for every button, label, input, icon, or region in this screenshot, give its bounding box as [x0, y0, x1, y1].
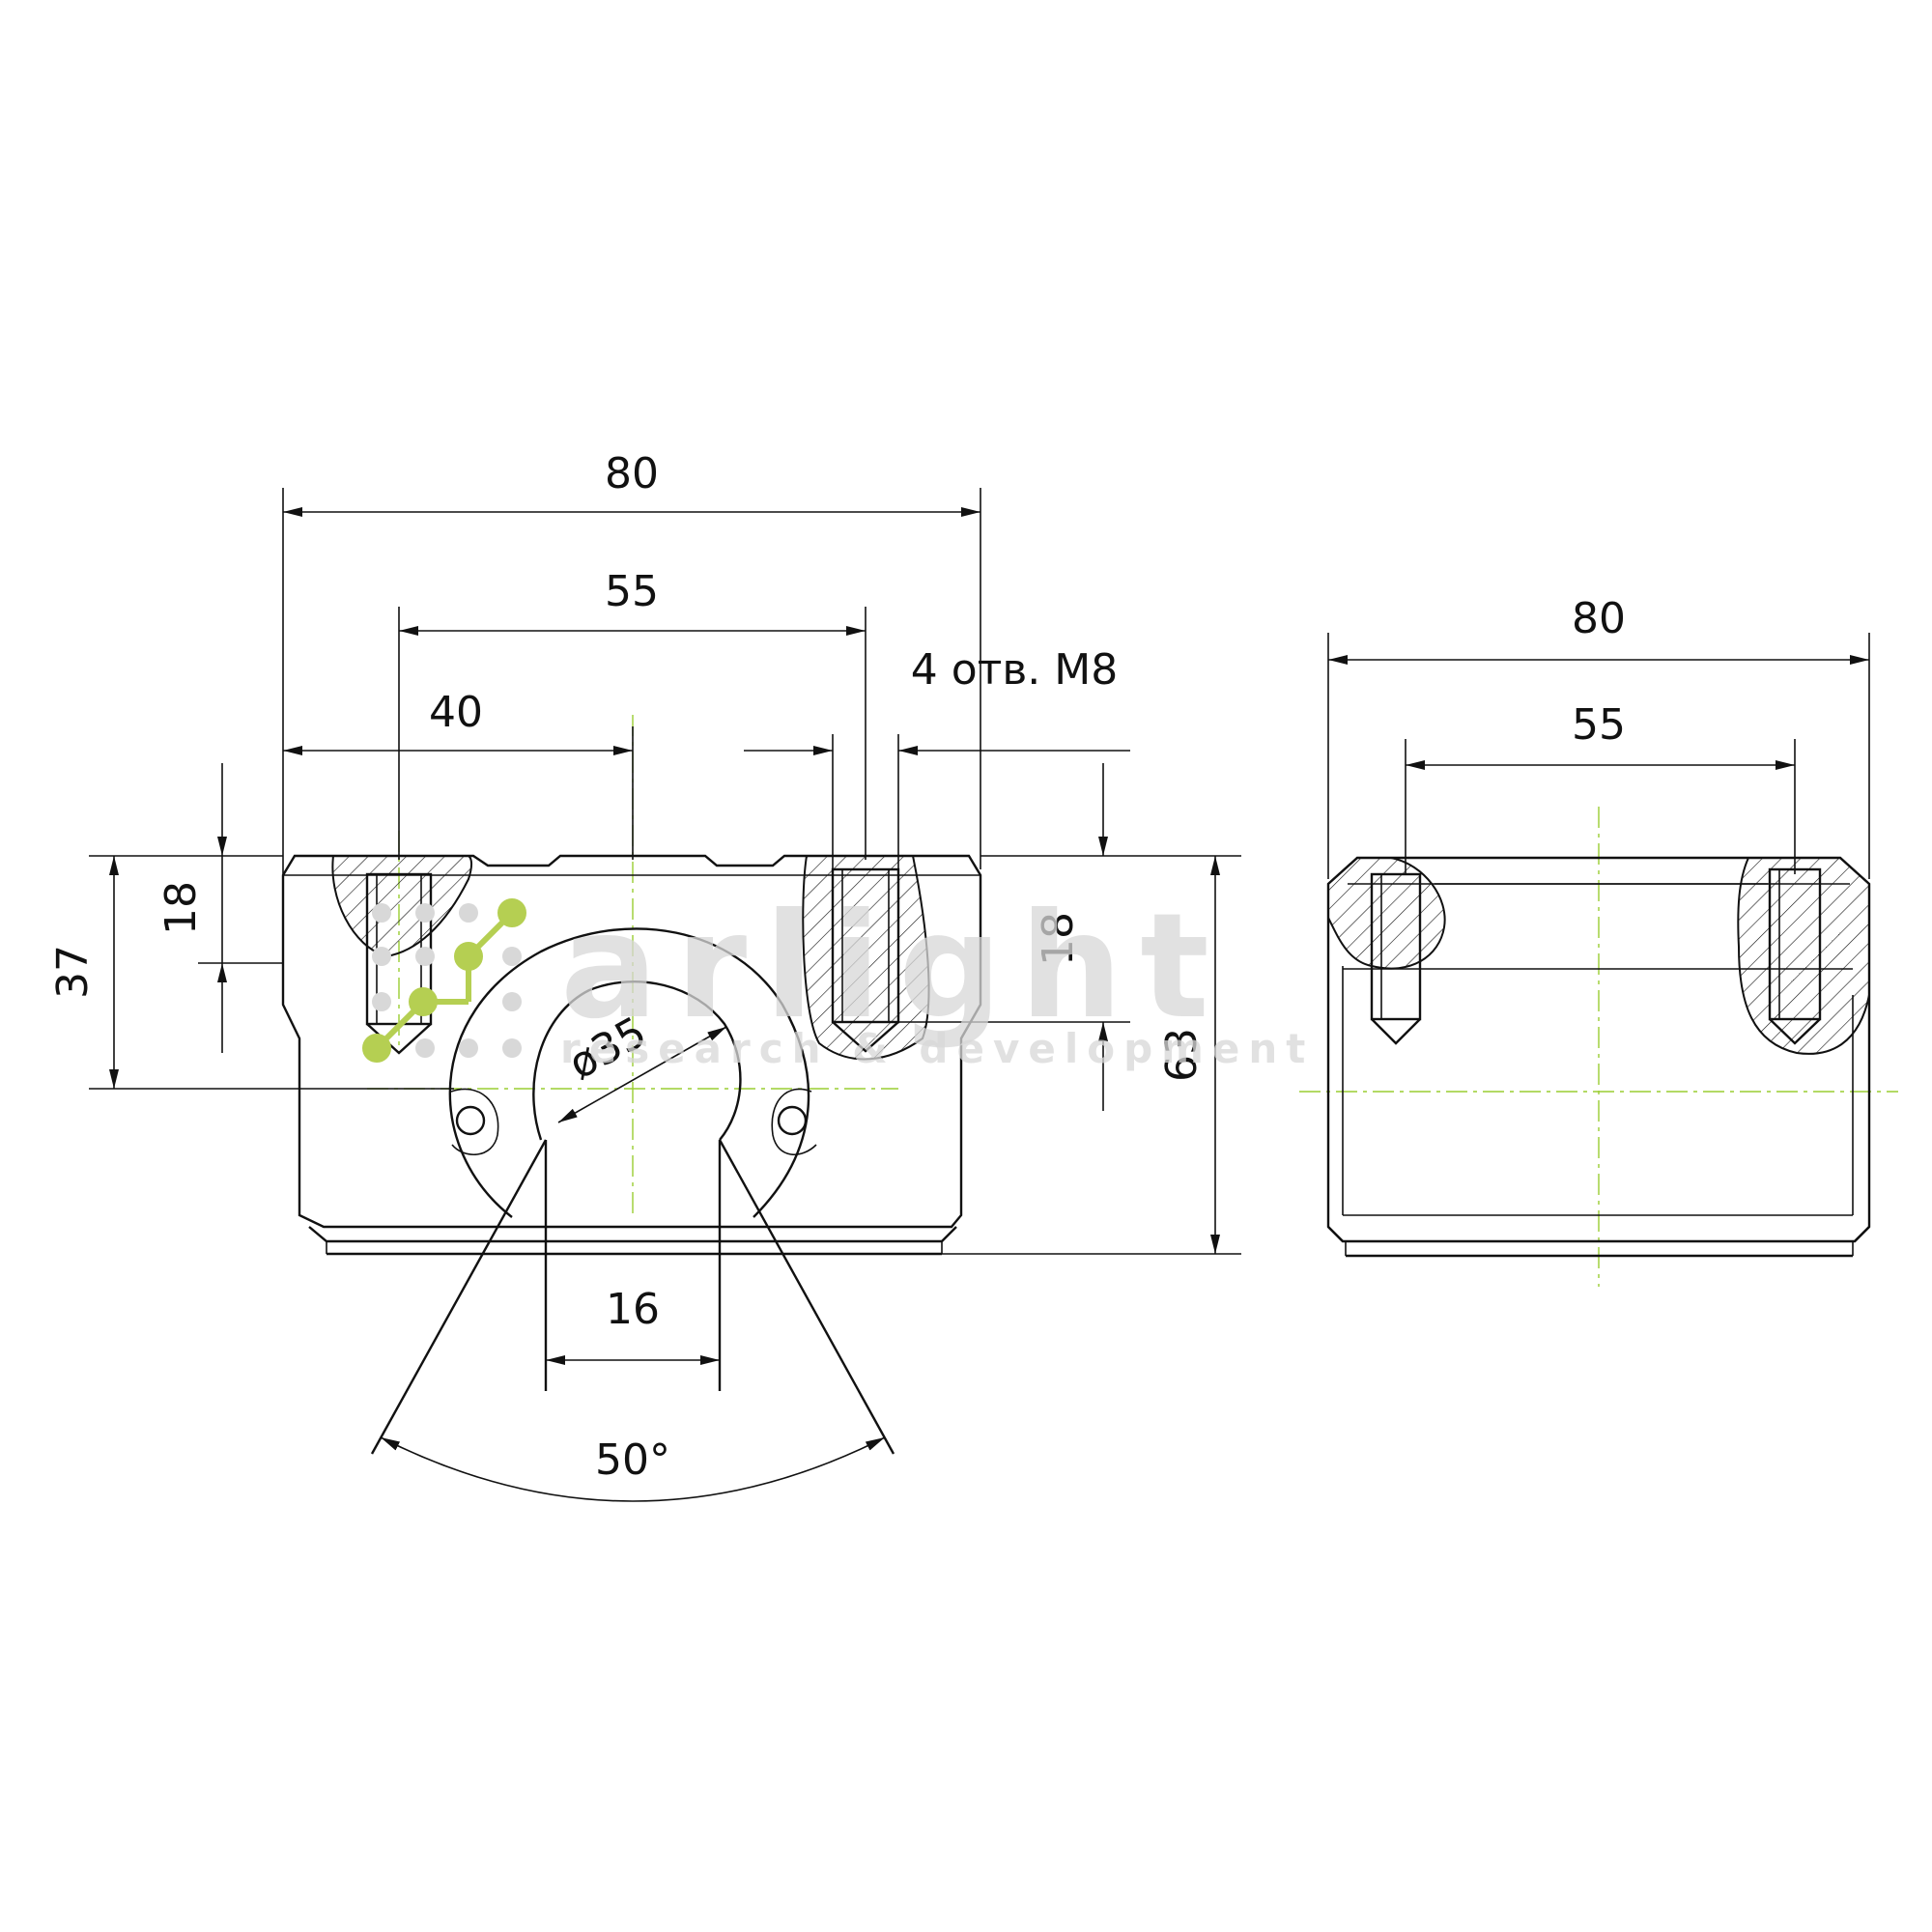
front-base-flange [308, 1226, 957, 1243]
angle-right-leg [718, 1139, 895, 1455]
side-right-hole-section [1737, 857, 1870, 1055]
front-center-label: 40 [429, 688, 483, 737]
watermark-logo-mark [362, 898, 526, 1063]
front-right-retaining-boss [771, 1088, 817, 1156]
slot-angle-label: 50° [595, 1435, 670, 1485]
side-dimensions: 80 55 [1327, 594, 1870, 879]
front-spacing-label: 55 [605, 567, 659, 616]
watermark-brand: arlight [560, 883, 1227, 1051]
bearing-bore [532, 980, 742, 1141]
side-left-threaded-hole [1370, 872, 1422, 1021]
front-left-retaining-hole [455, 1105, 486, 1136]
watermark-tagline: research & development [560, 1025, 1314, 1072]
angle-left-leg [370, 1139, 548, 1455]
front-left-height-label: 18 [156, 881, 206, 935]
slot-width-label: 16 [606, 1285, 660, 1334]
front-housing-outline [281, 854, 982, 1229]
side-width-label: 80 [1572, 594, 1626, 643]
bearing-outer-ring [448, 927, 810, 1218]
slot-angle-arc [380, 1436, 886, 1502]
front-left-hole-section [331, 855, 472, 958]
front-total-height-label: 63 [1157, 1028, 1207, 1082]
front-right-drill-point [832, 1021, 899, 1053]
watermark-dot-grid [372, 903, 522, 1058]
side-right-drill-point [1769, 1018, 1821, 1045]
front-hole-depth-label: 18 [1034, 912, 1083, 966]
side-spacing-label: 55 [1572, 700, 1626, 750]
front-left-retaining-boss [450, 1088, 499, 1156]
bore-diameter-dim [557, 1026, 727, 1123]
side-view [1299, 807, 1898, 1287]
front-dimensions: 80 55 40 4 отв. М8 18 37 63 [48, 449, 1241, 1502]
watermark: arlight research & development [362, 883, 1314, 1072]
side-left-drill-point [1371, 1018, 1421, 1045]
front-left-drill-point [366, 1023, 432, 1055]
front-right-retaining-hole [777, 1105, 808, 1136]
front-center-height-label: 37 [48, 945, 98, 999]
front-width-label: 80 [605, 449, 659, 498]
front-view [281, 715, 982, 1455]
hole-callout-label: 4 отв. М8 [911, 645, 1118, 695]
front-right-threaded-hole [831, 867, 900, 1024]
side-left-hole-section [1327, 857, 1446, 970]
side-base-flange [1327, 1226, 1870, 1242]
